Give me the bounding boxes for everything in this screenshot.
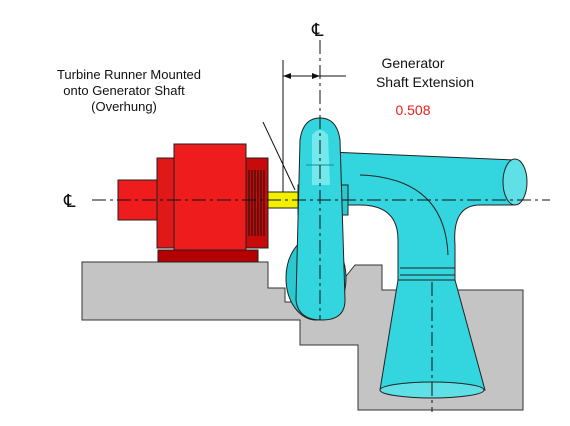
runner-leader-line	[262, 121, 296, 191]
generator	[117, 143, 269, 263]
inlet-pipe	[329, 151, 528, 281]
generator-body	[173, 143, 247, 261]
runner-label-line3: (Overhung)	[91, 99, 157, 114]
extension-label-line1: Generator	[381, 55, 444, 71]
extension-label-line2: Shaft Extension	[376, 74, 474, 90]
turbine-runner	[285, 117, 349, 321]
runner-label-line1: Turbine Runner Mounted	[57, 67, 201, 82]
extension-value: 0.508	[395, 102, 430, 118]
runner-label-line2: onto Generator Shaft	[63, 83, 185, 98]
centerline-symbol-vertical: ℄	[311, 20, 324, 40]
shaft-extension-dimension	[282, 60, 346, 192]
generator-endcap	[156, 157, 176, 249]
centerline-symbol-horizontal: ℄	[63, 191, 76, 211]
generator-foot	[157, 249, 259, 263]
